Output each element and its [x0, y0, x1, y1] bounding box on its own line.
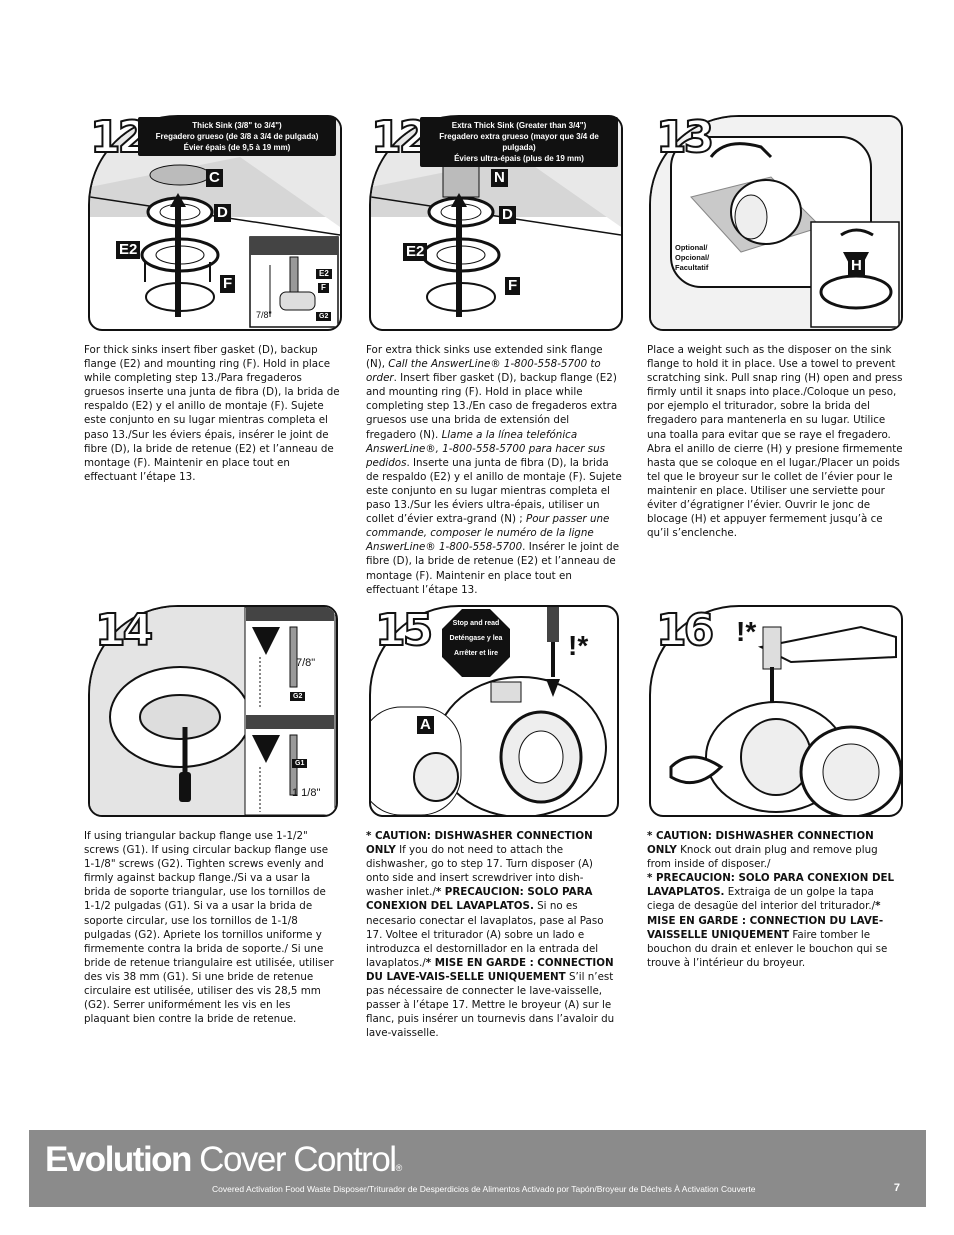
step-13-drawing [651, 117, 901, 329]
step-12b-header: Thick Sink (3/8" to 3/4") Fregadero grue… [138, 117, 336, 156]
text-part: Si no es necesario conectar el lavaplato… [366, 900, 604, 969]
page-number: 7 [893, 1182, 900, 1194]
label-f-small: F [318, 283, 329, 293]
step-14-text: If using triangular backup flange use 1-… [84, 830, 334, 1026]
optional-line-1: Optional/ [675, 243, 708, 252]
label-g2: G2 [290, 692, 306, 701]
text-part: . Insert fiber gasket (D), backup flange… [366, 372, 618, 441]
label-f: F [220, 275, 236, 293]
step-12c-text: For extra thick sinks use extended sink … [366, 343, 622, 597]
step-15-illustration: A !* [369, 605, 619, 817]
dimension-label: 7/8" [256, 310, 272, 320]
header-line-3: Évier épais (de 9,5 à 19 mm) [183, 143, 291, 152]
product-tagline: Covered Activation Food Waste Disposer/T… [212, 1184, 756, 1194]
header-line-1: Thick Sink (3/8" to 3/4") [192, 121, 282, 130]
step-number: 15 [374, 604, 434, 657]
header-line-2: Fregadero extra grueso (mayor que 3/4 de… [439, 132, 599, 152]
step-number: 14 [94, 604, 154, 657]
text-part: S’il n’est pas nécessaire de connecter l… [366, 970, 615, 1040]
brand-logo: Evolution Cover Control® [45, 1140, 403, 1180]
header-line-1: Extra Thick Sink (Greater than 3/4") [451, 121, 587, 130]
brand-light: Cover Control [190, 1140, 397, 1179]
footer-bar: Evolution Cover Control® Covered Activat… [29, 1130, 926, 1207]
label-n: N [491, 169, 508, 187]
text-part: . Insérer le joint de fibre (D), la brid… [366, 541, 620, 596]
stop-line-2: Deténgase y lea [449, 635, 503, 642]
text-part-italic: Pour passer une commande, composer le nu… [366, 513, 610, 554]
text-part-italic: Call the AnswerLine® 1-800-558-5700 to o… [366, 358, 601, 385]
label-g1: G1 [292, 759, 308, 768]
caution-fr: * MISE EN GARDE : CONNECTION DU LAVE-VAI… [647, 900, 884, 941]
brand-bold: Evolution [45, 1140, 192, 1179]
step-15-drawing [371, 607, 607, 815]
text-part: Knock out drain plug and remove plug fro… [647, 844, 878, 871]
caution-es: * PRECAUCION: SOLO PARA CONEXION DEL LAV… [366, 886, 593, 913]
header-line-3: Éviers ultra-épais (plus de 19 mm) [454, 154, 584, 163]
caution-en: * CAUTION: DISHWASHER CONNECTION ONLY [647, 830, 874, 857]
label-d: D [499, 206, 516, 224]
stop-and-read: Stop and read Deténgase y lea Arrêter et… [443, 616, 509, 661]
step-number: 13 [655, 111, 715, 164]
caution-fr: * MISE EN GARDE : CONNECTION DU LAVE-VAI… [366, 956, 614, 983]
registered-mark: ® [395, 1163, 403, 1173]
label-e2: E2 [116, 241, 141, 259]
step-16-text: * CAUTION: DISHWASHER CONNECTION ONLY Kn… [647, 829, 901, 970]
warning-icon: !* [736, 616, 757, 647]
dimension-label-1: 7/8" [296, 657, 316, 669]
optional-label: Optional/ Opcional/ Facultatif [675, 243, 709, 273]
label-f: F [505, 277, 521, 295]
text-part: If you do not need to attach the dishwas… [366, 844, 593, 899]
step-13-illustration: H Optional/ Opcional/ Facultatif [649, 115, 903, 331]
text-part: Faire tomber le bouchon du drain et enle… [647, 928, 888, 969]
dimension-label-2: 1 1/8" [292, 787, 321, 799]
optional-line-3: Facultatif [675, 263, 709, 272]
step-12b-text: For thick sinks insert fiber gasket (D),… [84, 344, 340, 483]
stop-line-3: Arrêter et lire [454, 650, 498, 657]
label-g2: G2 [316, 312, 332, 321]
step-13-text: Place a weight such as the disposer on t… [647, 344, 903, 540]
step-16-drawing [669, 625, 901, 815]
optional-line-2: Opcional/ [675, 253, 710, 262]
caution-en: * CAUTION: DISHWASHER CONNECTION ONLY [366, 830, 593, 857]
stop-sign-icon [442, 609, 510, 677]
step-number: 16 [655, 604, 715, 657]
step-14-illustration: 7/8" 1 1/8" G2 G1 [88, 605, 338, 817]
label-h: H [848, 257, 865, 275]
step-16-illustration: !* [649, 605, 903, 817]
label-e2-small: E2 [316, 269, 332, 279]
text-part: Extraiga de un golpe la tapa ciega de de… [647, 886, 876, 913]
header-line-2: Fregadero grueso (de 3/8 a 3/4 de pulgad… [155, 132, 319, 141]
text-part-italic: Llame a la línea telefónica AnswerLine®,… [366, 428, 605, 469]
warning-icon: !* [568, 630, 589, 661]
label-d: D [214, 204, 231, 222]
label-a: A [417, 716, 434, 734]
text-part: For extra thick sinks use extended sink … [366, 344, 603, 371]
step-15-text: * CAUTION: DISHWASHER CONNECTION ONLY If… [366, 829, 616, 1040]
stop-line-1: Stop and read [452, 620, 500, 627]
caution-es: * PRECAUCION: SOLO PARA CONEXION DEL LAV… [647, 872, 895, 899]
text-part: . Inserte una junta de fibra (D), la bri… [366, 456, 622, 526]
label-e2: E2 [403, 243, 428, 261]
label-c: C [206, 169, 223, 187]
step-12c-header: Extra Thick Sink (Greater than 3/4") Fre… [420, 117, 618, 167]
